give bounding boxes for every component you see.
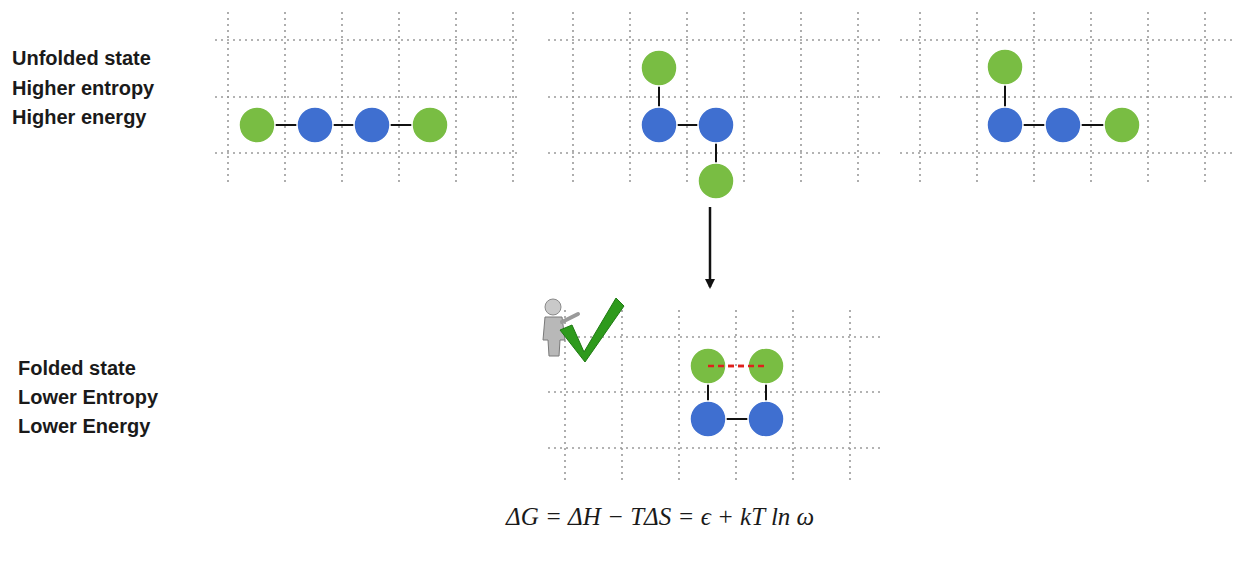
grid-line (735, 310, 737, 482)
grid-line (548, 39, 880, 41)
grid-line (512, 12, 514, 186)
hydrophilic-bead (412, 107, 448, 143)
state-label: Lower Entropy (18, 385, 158, 409)
hydrophobic-bead (698, 107, 734, 143)
hydrophobic-bead (297, 107, 333, 143)
grid-line (792, 310, 794, 482)
hydrophilic-bead (698, 163, 734, 199)
grid-line (548, 152, 880, 154)
hydrophilic-bead (239, 107, 275, 143)
hydrophilic-bead (987, 49, 1023, 85)
grid-line (215, 152, 520, 154)
state-label: Lower Energy (18, 414, 150, 438)
grid-line (919, 12, 921, 186)
grid-line (1204, 12, 1206, 186)
grid-line (548, 391, 880, 393)
hydrophobic-bead (690, 401, 726, 437)
grid-line (857, 12, 859, 186)
state-label: Folded state (18, 356, 136, 380)
grid-line (1147, 12, 1149, 186)
lattice-grid (548, 12, 880, 186)
grid-line (398, 12, 400, 186)
hydrophilic-bead (641, 50, 677, 86)
grid-line (849, 310, 851, 482)
grid-line (743, 12, 745, 186)
lattice-grid (900, 12, 1232, 186)
fold-arrow (709, 207, 712, 287)
grid-line (341, 12, 343, 186)
grid-line (621, 310, 623, 482)
grid-line (629, 12, 631, 186)
hydrophobic-bead (641, 107, 677, 143)
state-label: Unfolded state (12, 46, 151, 70)
grid-line (1090, 12, 1092, 186)
grid-line (572, 12, 574, 186)
grid-line (455, 12, 457, 186)
state-label: Higher energy (12, 105, 146, 129)
grid-line (548, 96, 880, 98)
hydrophilic-bead (1104, 107, 1140, 143)
free-energy-equation: ΔG = ΔH − TΔS = ϵ + kT ln ω (506, 502, 814, 532)
icon-head (545, 299, 561, 315)
grid-line (800, 12, 802, 186)
grid-line (900, 39, 1232, 41)
hydrophobic-bead (987, 107, 1023, 143)
state-label: Higher entropy (12, 76, 154, 100)
check-mark (560, 298, 624, 362)
contact-line (708, 365, 766, 368)
hydrophobic-bead (1045, 107, 1081, 143)
grid-line (215, 96, 520, 98)
grid-line (900, 96, 1232, 98)
icon-arm (562, 314, 578, 322)
grid-line (976, 12, 978, 186)
grid-line (227, 12, 229, 186)
grid-line (215, 39, 520, 41)
hydrophobic-bead (354, 107, 390, 143)
grid-line (1033, 12, 1035, 186)
grid-line (678, 310, 680, 482)
grid-line (284, 12, 286, 186)
hydrophobic-bead (748, 401, 784, 437)
grid-line (548, 447, 880, 449)
grid-line (686, 12, 688, 186)
lattice-grid (215, 12, 520, 186)
grid-line (900, 152, 1232, 154)
